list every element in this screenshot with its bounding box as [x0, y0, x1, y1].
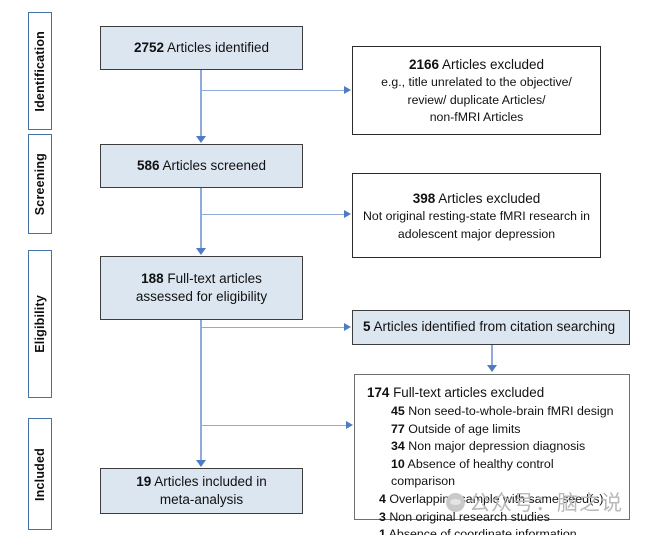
reason-label: Absence of healthy control comparison	[391, 456, 554, 489]
reason-label: Absence of coordinate information	[385, 527, 577, 535]
arrow-identified-to-screened	[195, 136, 206, 143]
box-citation-searching: 5 Articles identified from citation sear…	[352, 310, 630, 345]
box-articles-screened-label: Articles screened	[159, 157, 267, 173]
connector-branch-excluded-1	[200, 90, 344, 92]
connector-screened-to-fulltext	[200, 188, 202, 250]
fulltext-excluded-reason: 34 Non major depression diagnosis	[367, 438, 619, 456]
box-articles-identified-content: 2752 Articles identified	[134, 39, 269, 57]
box-fulltext-assessed-content: 188 Full-text articles assessed for elig…	[136, 270, 267, 306]
box-included-line1: Articles included in	[151, 473, 267, 489]
phase-label-text: Included	[33, 447, 47, 501]
connector-identified-to-screened	[200, 70, 202, 138]
box-included-meta-analysis-content: 19 Articles included in meta-analysis	[136, 473, 267, 509]
reason-count: 1	[379, 527, 386, 535]
excluded-identification-line-1: e.g., title unrelated to the objective/	[381, 75, 572, 90]
box-fulltext-assessed-count: 188	[141, 270, 164, 286]
box-articles-identified-label: Articles identified	[163, 39, 270, 55]
phase-label-screening: Screening	[28, 134, 52, 234]
reason-count: 4	[379, 492, 386, 507]
arrow-screened-to-fulltext	[195, 248, 206, 255]
box-articles-identified-count: 2752	[133, 39, 164, 55]
box-fulltext-assessed: 188 Full-text articles assessed for elig…	[100, 256, 303, 320]
connector-branch-fulltext-excluded	[200, 425, 346, 427]
box-articles-screened-content: 586 Articles screened	[137, 157, 266, 175]
box-citation-searching-content: 5 Articles identified from citation sear…	[363, 318, 615, 336]
arrow-branch-fulltext-excluded	[346, 421, 353, 430]
excluded-identification-line-2: review/ duplicate Articles/	[407, 92, 546, 107]
connector-branch-excluded-2	[200, 214, 344, 216]
box-excluded-screening-count: 398	[412, 191, 436, 206]
box-excluded-screening: 398 Articles excluded Not original resti…	[352, 173, 601, 258]
phase-label-text: Eligibility	[33, 295, 47, 353]
box-excluded-identification-head: 2166 Articles excluded	[361, 56, 592, 74]
fulltext-excluded-head: 174 Full-text articles excluded	[367, 383, 619, 402]
box-excluded-identification-detail: e.g., title unrelated to the objective/ …	[361, 74, 592, 126]
box-fulltext-assessed-line1: Full-text articles	[163, 270, 262, 286]
excluded-screening-line-1: Not original resting-state fMRI research…	[363, 209, 590, 224]
box-fulltext-excluded: 174 Full-text articles excluded 45 Non s…	[354, 374, 630, 535]
reason-label: Overlapping sample with same seed(s)	[385, 492, 604, 507]
connector-branch-citation	[200, 327, 344, 329]
phase-label-text: Identification	[33, 30, 47, 112]
reason-label: Non seed-to-whole-brain fMRI design	[404, 404, 614, 419]
box-citation-searching-count: 5	[363, 319, 371, 335]
box-excluded-identification-count: 2166	[408, 57, 439, 72]
phase-label-text: Screening	[33, 152, 47, 216]
box-included-count: 19	[136, 473, 152, 489]
box-articles-screened-count: 586	[136, 157, 160, 173]
box-excluded-identification-label: Articles excluded	[438, 57, 545, 72]
fulltext-excluded-reason: 4 Overlapping sample with same seed(s)	[367, 491, 619, 509]
box-articles-identified: 2752 Articles identified	[100, 26, 303, 70]
phase-label-identification: Identification	[28, 12, 52, 130]
connector-fulltext-to-included	[200, 320, 202, 462]
reason-label: Outside of age limits	[404, 421, 521, 436]
fulltext-excluded-label: Full-text articles excluded	[389, 385, 545, 400]
box-fulltext-assessed-line2: assessed for eligibility	[135, 289, 268, 304]
fulltext-excluded-reason: 10 Absence of healthy control comparison	[367, 456, 619, 491]
fulltext-excluded-reason: 3 Non original research studies	[367, 509, 619, 527]
fulltext-excluded-reason: 45 Non seed-to-whole-brain fMRI design	[367, 403, 619, 421]
reason-label: Non original research studies	[385, 509, 550, 524]
box-included-meta-analysis: 19 Articles included in meta-analysis	[100, 468, 303, 514]
arrow-branch-excluded-1	[344, 86, 351, 95]
box-citation-searching-label: Articles identified from citation search…	[370, 319, 616, 335]
reason-count: 10	[391, 456, 405, 471]
arrow-branch-citation	[344, 323, 351, 332]
box-excluded-screening-label: Articles excluded	[435, 191, 541, 206]
excluded-identification-line-3: non-fMRI Articles	[429, 110, 524, 125]
box-excluded-identification: 2166 Articles excluded e.g., title unrel…	[352, 46, 601, 135]
reason-count: 77	[391, 421, 405, 436]
reason-count: 3	[379, 509, 386, 524]
box-included-line2: meta-analysis	[159, 492, 244, 507]
arrow-fulltext-to-included	[195, 460, 206, 467]
reason-count: 34	[391, 439, 405, 454]
connector-citation-to-fulltext-excluded	[491, 345, 493, 367]
phase-label-eligibility: Eligibility	[28, 250, 52, 398]
box-excluded-screening-detail: Not original resting-state fMRI research…	[361, 208, 592, 243]
fulltext-excluded-count: 174	[367, 385, 390, 400]
reason-label: Non major depression diagnosis	[404, 439, 586, 454]
phase-label-included: Included	[28, 418, 52, 530]
box-articles-screened: 586 Articles screened	[100, 144, 303, 188]
reason-count: 45	[391, 404, 405, 419]
box-excluded-screening-head: 398 Articles excluded	[361, 190, 592, 208]
fulltext-excluded-reason: 1 Absence of coordinate information	[367, 526, 619, 535]
excluded-screening-line-2: adolescent major depression	[397, 226, 556, 241]
arrow-citation-to-fulltext-excluded	[486, 365, 497, 372]
fulltext-excluded-reason: 77 Outside of age limits	[367, 421, 619, 439]
arrow-branch-excluded-2	[344, 210, 351, 219]
